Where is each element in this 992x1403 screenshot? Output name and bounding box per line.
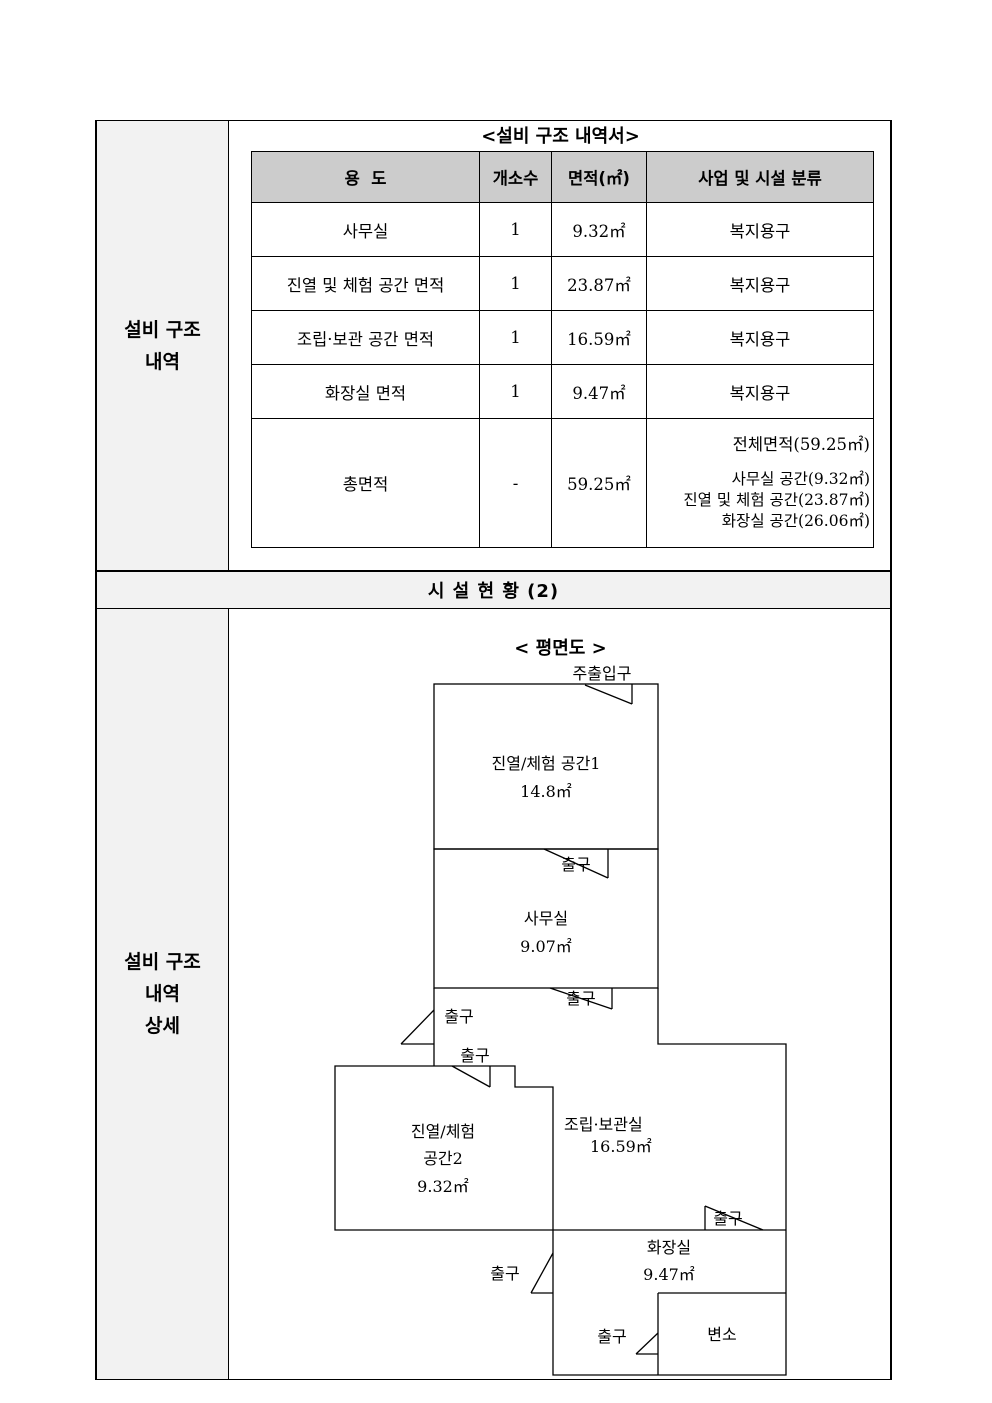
breakdown-line: 진열 및 체험 공간(23.87㎡) bbox=[683, 491, 870, 509]
room-toilet-name: 변소 bbox=[707, 1325, 736, 1344]
side-label-line: 설비 구조 bbox=[124, 319, 201, 341]
exit-door bbox=[549, 987, 613, 1010]
header-area: 면적(㎡) bbox=[551, 151, 647, 203]
cell-area: 23.87㎡ bbox=[551, 256, 647, 311]
total-area-line: 전체면적(59.25㎡) bbox=[732, 435, 870, 454]
exit-label: 출구 bbox=[490, 1264, 519, 1283]
cell-count: 1 bbox=[479, 202, 552, 257]
room-display1-name: 진열/체험 공간1 bbox=[492, 754, 601, 773]
exit-label: 출구 bbox=[566, 989, 595, 1008]
room-display2-name: 진열/체험 bbox=[411, 1122, 475, 1141]
side-label-detail: 설비 구조 내역 상세 bbox=[97, 609, 229, 1379]
side-label-line: 내역 bbox=[145, 983, 180, 1005]
breakdown-line: 사무실 공간(9.32㎡) bbox=[731, 470, 870, 488]
room-office-area: 9.07㎡ bbox=[520, 937, 572, 956]
side-label-line: 상세 bbox=[145, 1015, 180, 1037]
side-label-structure: 설비 구조 내역 bbox=[97, 121, 229, 571]
room-display2-wall bbox=[334, 1065, 554, 1231]
table-row: 진열 및 체험 공간 면적 1 23.87㎡ 복지용구 bbox=[251, 256, 874, 311]
exit-label: 출구 bbox=[561, 855, 590, 874]
exit-label: 출구 bbox=[444, 1007, 473, 1026]
cell-area: 59.25㎡ bbox=[551, 418, 647, 548]
room-display2-name: 공간2 bbox=[423, 1149, 463, 1168]
exit-door bbox=[530, 1252, 554, 1294]
exit-label: 출구 bbox=[597, 1327, 626, 1346]
cell-use: 조립·보관 공간 면적 bbox=[251, 310, 480, 365]
exit-door bbox=[543, 848, 609, 879]
table-row-total: 총면적 - 59.25㎡ 전체면적(59.25㎡) 사무실 공간(9.32㎡) … bbox=[251, 418, 874, 548]
exit-door bbox=[400, 1009, 435, 1045]
side-label-line: 설비 구조 bbox=[124, 951, 201, 973]
spec-table: 용 도 개소수 면적(㎡) 사업 및 시설 분류 사무실 1 9.32㎡ 복지용… bbox=[251, 151, 874, 548]
room-office-wall bbox=[433, 848, 659, 989]
main-entrance-label: 주출입구 bbox=[573, 664, 632, 683]
exit-label: 출구 bbox=[713, 1209, 742, 1228]
spec-table-title: <설비 구조 내역서> bbox=[481, 126, 640, 147]
exit-door bbox=[635, 1332, 659, 1355]
table-row: 사무실 1 9.32㎡ 복지용구 bbox=[251, 202, 874, 257]
room-office-name: 사무실 bbox=[524, 909, 568, 928]
side-label-line: 내역 bbox=[145, 351, 180, 373]
exit-door bbox=[704, 1205, 764, 1231]
cell-count: 1 bbox=[479, 310, 552, 365]
cell-count: 1 bbox=[479, 364, 552, 419]
cell-use: 사무실 bbox=[251, 202, 480, 257]
room-assembly-area: 16.59㎡ bbox=[590, 1137, 652, 1156]
section-divider bbox=[95, 570, 892, 573]
room-restroom-name: 화장실 bbox=[647, 1238, 691, 1257]
room-display2-area: 9.32㎡ bbox=[417, 1177, 469, 1196]
exit-label: 출구 bbox=[460, 1046, 489, 1065]
exit-door bbox=[451, 1065, 491, 1088]
room-assembly-name: 조립·보관실 bbox=[564, 1115, 643, 1134]
floorplan-title: < 평면도 > bbox=[514, 638, 607, 659]
cell-area: 16.59㎡ bbox=[551, 310, 647, 365]
room-restroom-wall bbox=[552, 1230, 787, 1376]
breakdown-line: 화장실 공간(26.06㎡) bbox=[721, 512, 870, 530]
assembly-wall bbox=[657, 988, 787, 1230]
facility-status-band: 시 설 현 황 (2) bbox=[97, 572, 890, 609]
outer-frame bbox=[95, 120, 892, 1380]
cell-use: 화장실 면적 bbox=[251, 364, 480, 419]
main-entrance-door bbox=[584, 684, 633, 705]
table-row: 조립·보관 공간 면적 1 16.59㎡ 복지용구 bbox=[251, 310, 874, 365]
cell-area: 9.32㎡ bbox=[551, 202, 647, 257]
cell-count: - bbox=[479, 418, 552, 548]
cell-use: 진열 및 체험 공간 면적 bbox=[251, 256, 480, 311]
header-category: 사업 및 시설 분류 bbox=[646, 151, 874, 203]
table-row: 화장실 면적 1 9.47㎡ 복지용구 bbox=[251, 364, 874, 419]
cell-category: 복지용구 bbox=[646, 310, 874, 365]
table-header-row: 용 도 개소수 면적(㎡) 사업 및 시설 분류 bbox=[251, 151, 874, 203]
header-count: 개소수 bbox=[479, 151, 552, 203]
cell-category-breakdown: 전체면적(59.25㎡) 사무실 공간(9.32㎡) 진열 및 체험 공간(23… bbox=[646, 418, 874, 548]
room-display1-area: 14.8㎡ bbox=[520, 782, 572, 801]
room-restroom-area: 9.47㎡ bbox=[643, 1265, 695, 1284]
